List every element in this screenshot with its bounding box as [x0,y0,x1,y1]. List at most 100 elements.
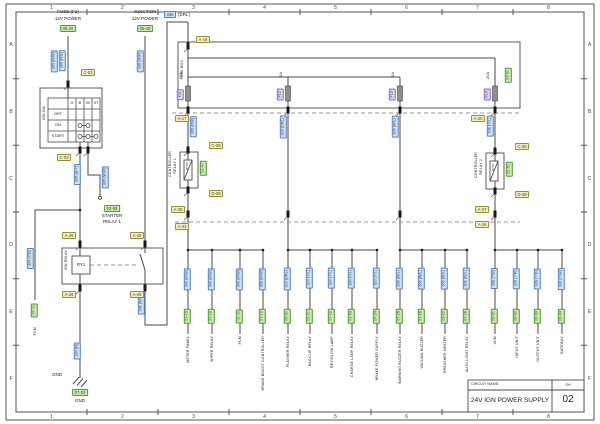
load-name: BACK-UP RELAY [307,336,312,367]
grid-col-label: 2 [121,413,124,420]
fuse-box [177,41,521,109]
fuse-id-tag: F14 [484,89,491,101]
sheet-ref: 09-01 [491,309,498,324]
connector-tag-a18-entry: A-18 [196,36,210,44]
sheet-ref: 07-15 [184,309,191,324]
fuse-bodies [185,85,498,102]
wire-tag: 320 (Y/L) [306,268,313,289]
grid-row-label: E [587,309,592,315]
fuse-rating: 20A [486,72,490,79]
sheet-ref: 07-26 [418,309,425,324]
wire-tag: 320 (Y/L) [348,268,355,289]
wire-tag: 305 (R/W) [259,268,266,291]
gnd-bottom-label: GND [75,398,85,403]
sheet-ref: 07-25 [396,309,403,324]
sheet-ref: 01-51 [506,162,513,177]
gnd-sheet-ref: 07-20 [72,389,88,397]
wire-tag: 306 (W/L) [463,268,470,290]
connector-tag: A-28 [130,232,144,240]
grid-col-label: 1 [50,413,53,420]
wire-tag: 306 (W/L) [396,268,403,290]
grid-row-label: D [9,242,13,249]
sheet-ref: 07-28 [463,309,470,324]
fuse-box-sheet-ref: 03-01 [504,68,512,83]
starter-label-2: RELAY 1 [102,219,122,224]
title-block-name-label: CIRCUIT NAME [471,382,499,386]
wire-tag: 305 (R/B) [190,116,197,138]
source-fuse-label-1: FUSE (F2) [57,9,79,14]
grid-col-label: 6 [405,413,408,420]
source-fuse-label-2: 12V POWER [54,15,82,21]
fuse-rating: 5A [279,72,283,77]
grid-col-label: 7 [476,413,479,420]
fuse-id-tag: F11 [177,89,184,101]
controller-relay1-name-1: CONTROLLER [168,151,172,177]
wire-color-drl: (DRL) [178,11,190,17]
fuse-rating: 10A [179,72,183,79]
sheet-number: 02 [562,394,574,405]
relay-coils [71,159,499,275]
grid-col-label: 8 [547,413,550,420]
grid-row-label: B [587,109,592,115]
load-name: FLASHER RELAY [285,336,290,367]
grid-col-label: 5 [334,413,337,420]
sheet-ref: 03-22 [441,309,448,324]
sheet-ref: 09-03 [534,309,541,324]
wire-tag: 305 (R/W) [184,268,191,291]
sheet-ref: 07-22 [328,309,335,324]
grid-row-label: F [587,375,592,382]
load-name: BRAKE BOOST CONTROLLER [260,336,265,391]
connector-tag: A-37 [475,206,489,214]
grid-col-label: 8 [547,4,550,11]
grid-row-label: A [587,42,592,49]
load-name: WIPER RELAY [209,336,214,362]
load-name: VACUUM BUZZER [419,336,424,369]
controller-relay2-coil-id: RY51 [491,163,495,172]
wire-tag: 320 (Y/L) [373,268,380,289]
controller-relay1-coil-id: RY50 [185,162,189,171]
connector-tag: D-28 [208,190,224,198]
sheet-ref: 07-11 [31,303,38,318]
connector-tag: C-28 [208,142,224,150]
controller-relay2-name-1: CONTROLLER [474,152,478,178]
grid-col-label: 4 [263,413,266,420]
controller-relay2-name-2: RELAY 2 [479,159,483,175]
ign-relay-coil-id: RY1 [76,261,86,267]
load-name: AUTO LIGHT RELAY [464,336,469,373]
load-name: REV/GLOW LAMP [329,336,334,368]
wire-tag: 305 (R/B) [59,50,66,72]
fuse-rating: 5A [391,72,395,77]
starter-sheet-ref: 02-08 [104,205,120,213]
source-junction-label-2: 12V POWER [131,15,159,21]
grid-col-label: 6 [405,4,408,11]
connector-boundaries [90,112,520,266]
gnd-side-label: GND [52,372,62,377]
connector-tag: C-38 [514,143,530,151]
pcm-label: PCM [32,327,37,336]
wire-tag: 305 (R/W) [236,268,243,291]
fuse-id-tag: F12 [277,89,284,101]
connector-tag: A-26 [62,291,76,299]
sheet-ref: 05-31 [284,309,291,324]
sheet-label: SH [565,382,571,387]
load-name: VCM [492,336,497,345]
wire-tag: 304 (Y/B) [27,248,34,270]
load-name: PCM [237,336,242,345]
sheet-ref: 01-47 [200,161,207,176]
wire-tag: 336 (Y/B) [491,268,498,290]
connector-tag: A-17 [175,115,189,123]
wire-tag: 304 (B) [74,342,81,360]
grid-row-label: C [9,175,13,182]
connector-tag-c03-bottom: C-03 [56,154,72,162]
wire-tag-drl: 336 [164,11,176,19]
grid-col-label: 3 [192,4,195,11]
load-name: GATEWAY [559,336,564,355]
ign-sw-row: ON [55,122,61,127]
outer-border [5,3,595,421]
load-name: INPUT UNIT [514,336,519,358]
connector-tag: D-38 [514,191,530,199]
relay-switch-blade [139,253,146,271]
ign-sw-col: G [70,100,74,105]
grid-row-label: C [587,175,592,182]
